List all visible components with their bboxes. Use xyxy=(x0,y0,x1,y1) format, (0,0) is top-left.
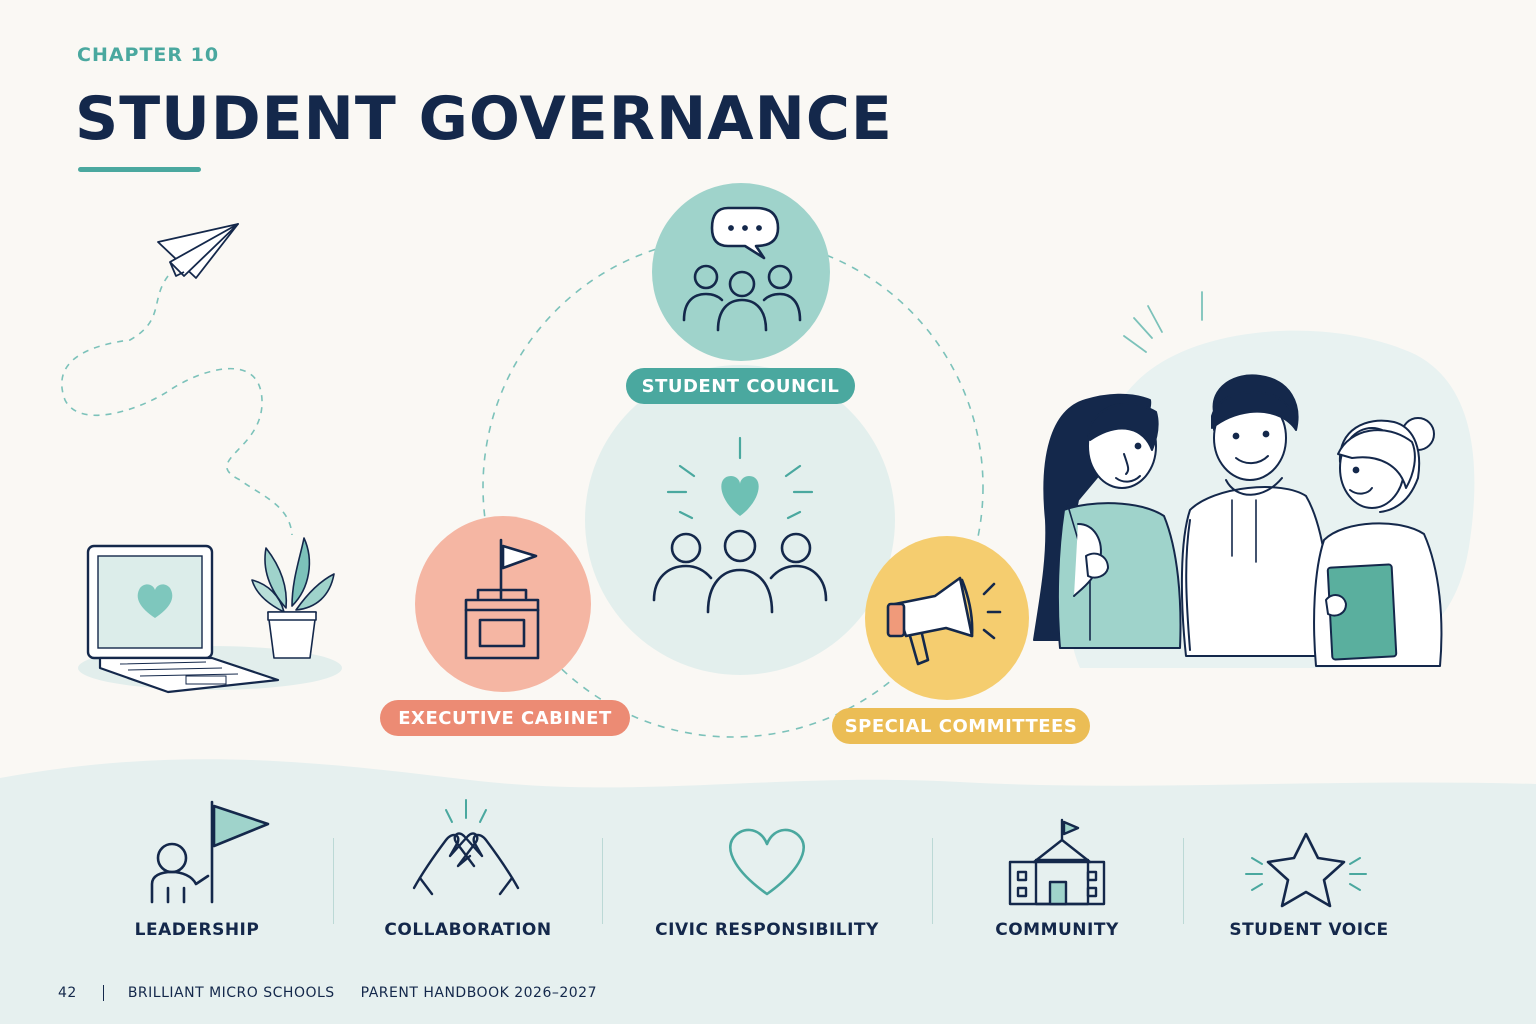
people-speech-bubble-icon xyxy=(682,206,802,332)
chapter-label: CHAPTER 10 xyxy=(77,44,220,66)
plant-icon xyxy=(251,537,335,659)
page-title: STUDENT GOVERNANCE xyxy=(75,84,893,154)
paper-plane-icon xyxy=(157,223,239,279)
value-divider xyxy=(932,838,933,924)
community-heart-icon xyxy=(652,436,828,614)
star-icon xyxy=(1245,832,1367,908)
page-footer: 42 BRILLIANT MICRO SCHOOLS PARENT HANDBOOK… xyxy=(58,985,623,1001)
student-girl-book-illustration xyxy=(1313,417,1443,667)
footer-organization: BRILLIANT MICRO SCHOOLS xyxy=(127,985,335,1001)
student-boy-illustration xyxy=(1180,374,1332,657)
bottom-wave-band xyxy=(0,759,1536,1024)
footer-document: PARENT HANDBOOK 2026–2027 xyxy=(360,985,597,1001)
value-label-community: COMMUNITY xyxy=(995,920,1119,940)
value-label-student-voice: STUDENT VOICE xyxy=(1229,920,1389,940)
school-building-icon xyxy=(1008,818,1106,906)
title-underline xyxy=(78,167,201,172)
special-committees-label: SPECIAL COMMITTEES xyxy=(832,708,1090,744)
executive-cabinet-node xyxy=(415,516,591,692)
executive-cabinet-label: EXECUTIVE CABINET xyxy=(380,700,630,736)
hands-together-icon xyxy=(412,799,520,896)
paper-plane-trail xyxy=(61,275,293,536)
value-divider xyxy=(1183,838,1184,924)
value-divider xyxy=(333,838,334,924)
student-girl-illustration xyxy=(1033,393,1182,649)
value-label-collaboration: COLLABORATION xyxy=(384,920,552,940)
footer-separator xyxy=(102,985,104,1001)
megaphone-icon xyxy=(886,576,1002,666)
value-divider xyxy=(602,838,603,924)
value-label-civic-responsibility: CIVIC RESPONSIBILITY xyxy=(655,920,879,940)
center-circle xyxy=(585,365,895,675)
podium-flag-icon xyxy=(464,538,540,660)
sparkle-marks xyxy=(1123,291,1203,353)
person-flag-icon xyxy=(150,800,270,904)
value-label-leadership: LEADERSHIP xyxy=(134,920,260,940)
page-number: 42 xyxy=(58,985,77,1001)
student-council-label: STUDENT COUNCIL xyxy=(626,368,855,404)
heart-icon xyxy=(729,828,805,896)
